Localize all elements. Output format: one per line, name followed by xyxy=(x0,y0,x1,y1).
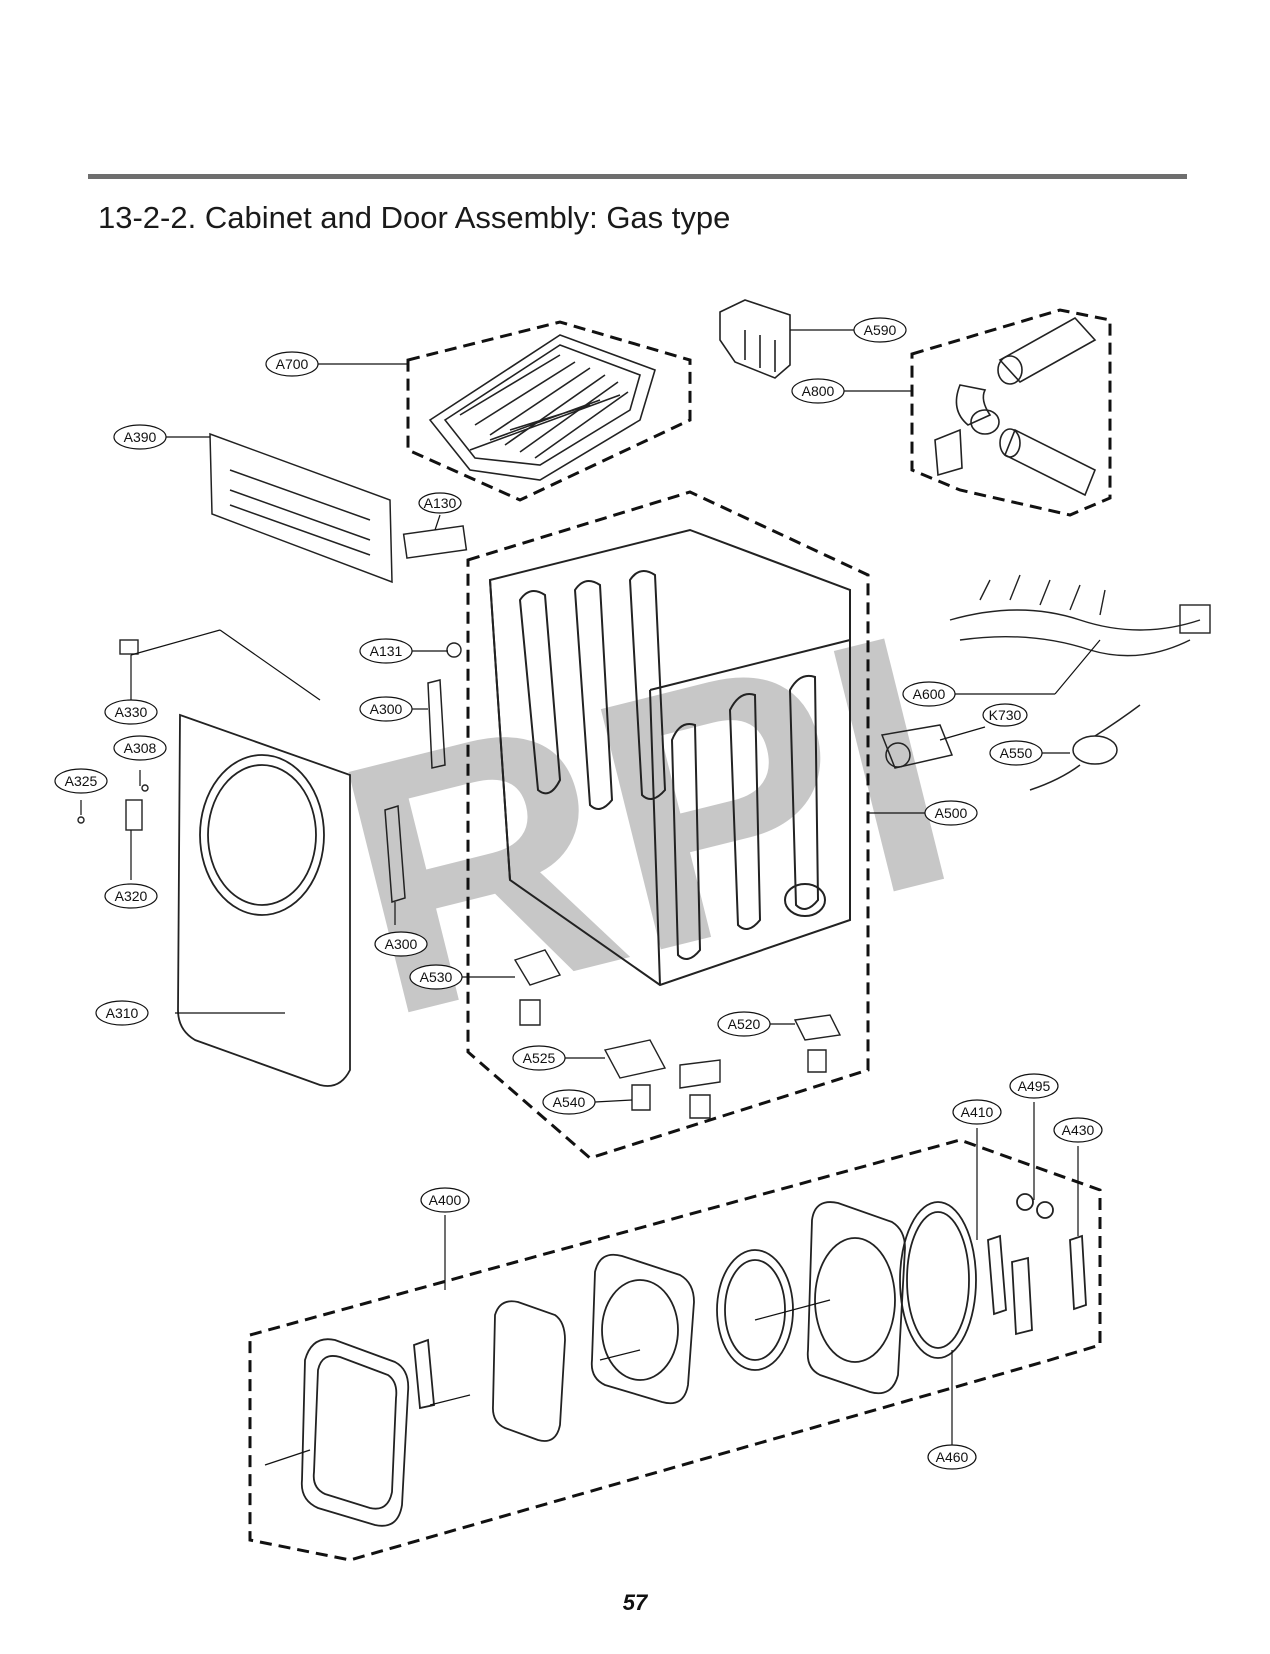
svg-text:A320: A320 xyxy=(115,888,148,904)
svg-text:A310: A310 xyxy=(106,1005,139,1021)
svg-text:A430: A430 xyxy=(1062,1122,1095,1138)
svg-text:A410: A410 xyxy=(961,1104,994,1120)
svg-text:A600: A600 xyxy=(913,686,946,702)
label-a300-top: A300 xyxy=(359,696,413,722)
page-number: 57 xyxy=(622,1590,648,1615)
label-a530: A530 xyxy=(409,964,463,990)
label-a410: A410 xyxy=(952,1099,1002,1125)
label-a400: A400 xyxy=(420,1187,470,1213)
cabinet-frame-part xyxy=(488,528,851,987)
power-cord-part xyxy=(1029,704,1141,791)
group-a500-outline xyxy=(466,490,870,1160)
small-parts xyxy=(77,639,842,1119)
svg-text:A495: A495 xyxy=(1018,1078,1051,1094)
page-title: 13-2-2. Cabinet and Door Assembly: Gas t… xyxy=(98,200,731,235)
leader-lines xyxy=(80,329,1101,1466)
svg-text:A530: A530 xyxy=(420,969,453,985)
door-bracket-parts xyxy=(384,679,446,903)
group-outlines xyxy=(248,308,1112,1562)
a590-bracket-part xyxy=(719,299,791,379)
label-a540: A540 xyxy=(542,1089,596,1115)
label-a590: A590 xyxy=(853,317,907,343)
label-a130: A130 xyxy=(418,492,462,514)
svg-text:A700: A700 xyxy=(276,356,309,372)
header-rule xyxy=(88,174,1187,179)
group-a800-outline xyxy=(910,308,1112,517)
drum-rack-part xyxy=(428,334,656,481)
svg-text:A330: A330 xyxy=(115,704,148,720)
label-a460: A460 xyxy=(927,1444,977,1470)
label-a600: A600 xyxy=(902,681,956,707)
label-a430: A430 xyxy=(1053,1117,1103,1143)
watermark: RPI xyxy=(307,558,987,1093)
label-k730: K730 xyxy=(982,703,1028,727)
label-a320: A320 xyxy=(104,883,158,909)
svg-text:A400: A400 xyxy=(429,1192,462,1208)
group-a400-outline xyxy=(248,1138,1102,1562)
label-a390: A390 xyxy=(113,424,167,450)
label-a131: A131 xyxy=(359,638,413,664)
svg-text:A590: A590 xyxy=(864,322,897,338)
svg-text:A800: A800 xyxy=(802,383,835,399)
door-assembly-part xyxy=(300,1193,1087,1527)
label-a550: A550 xyxy=(989,740,1043,766)
label-a525: A525 xyxy=(512,1045,566,1071)
label-a300-bottom: A300 xyxy=(374,931,428,957)
rear-panel-part xyxy=(209,432,393,584)
label-a800: A800 xyxy=(791,378,845,404)
wire-harness-part xyxy=(949,574,1211,657)
svg-text:K730: K730 xyxy=(989,707,1022,723)
duct-part xyxy=(934,316,1097,497)
watermark-text: RPI xyxy=(307,558,987,1093)
label-a500: A500 xyxy=(924,800,978,826)
svg-text:A300: A300 xyxy=(370,701,403,717)
svg-text:A300: A300 xyxy=(385,936,418,952)
svg-text:A130: A130 xyxy=(424,495,457,511)
label-a700: A700 xyxy=(265,351,319,377)
svg-text:A308: A308 xyxy=(124,740,157,756)
front-panel-part xyxy=(177,713,351,1087)
svg-text:A500: A500 xyxy=(935,805,968,821)
svg-text:A520: A520 xyxy=(728,1016,761,1032)
group-a700-outline xyxy=(406,320,692,502)
gas-valve-part xyxy=(880,724,954,769)
a130-part xyxy=(402,525,468,559)
label-a308: A308 xyxy=(113,735,167,761)
svg-text:A460: A460 xyxy=(936,1449,969,1465)
svg-text:A131: A131 xyxy=(370,643,403,659)
svg-text:A540: A540 xyxy=(553,1094,586,1110)
label-a330: A330 xyxy=(104,699,158,725)
svg-text:A390: A390 xyxy=(124,429,157,445)
label-a310: A310 xyxy=(95,1000,149,1026)
svg-text:A525: A525 xyxy=(523,1050,556,1066)
label-a495: A495 xyxy=(1009,1073,1059,1099)
part-labels: A700 A390 A130 A590 A800 A131 A330 A300 … xyxy=(54,317,1103,1470)
label-a325: A325 xyxy=(54,768,108,794)
label-a520: A520 xyxy=(717,1011,771,1037)
svg-text:A325: A325 xyxy=(65,773,98,789)
svg-text:A550: A550 xyxy=(1000,745,1033,761)
